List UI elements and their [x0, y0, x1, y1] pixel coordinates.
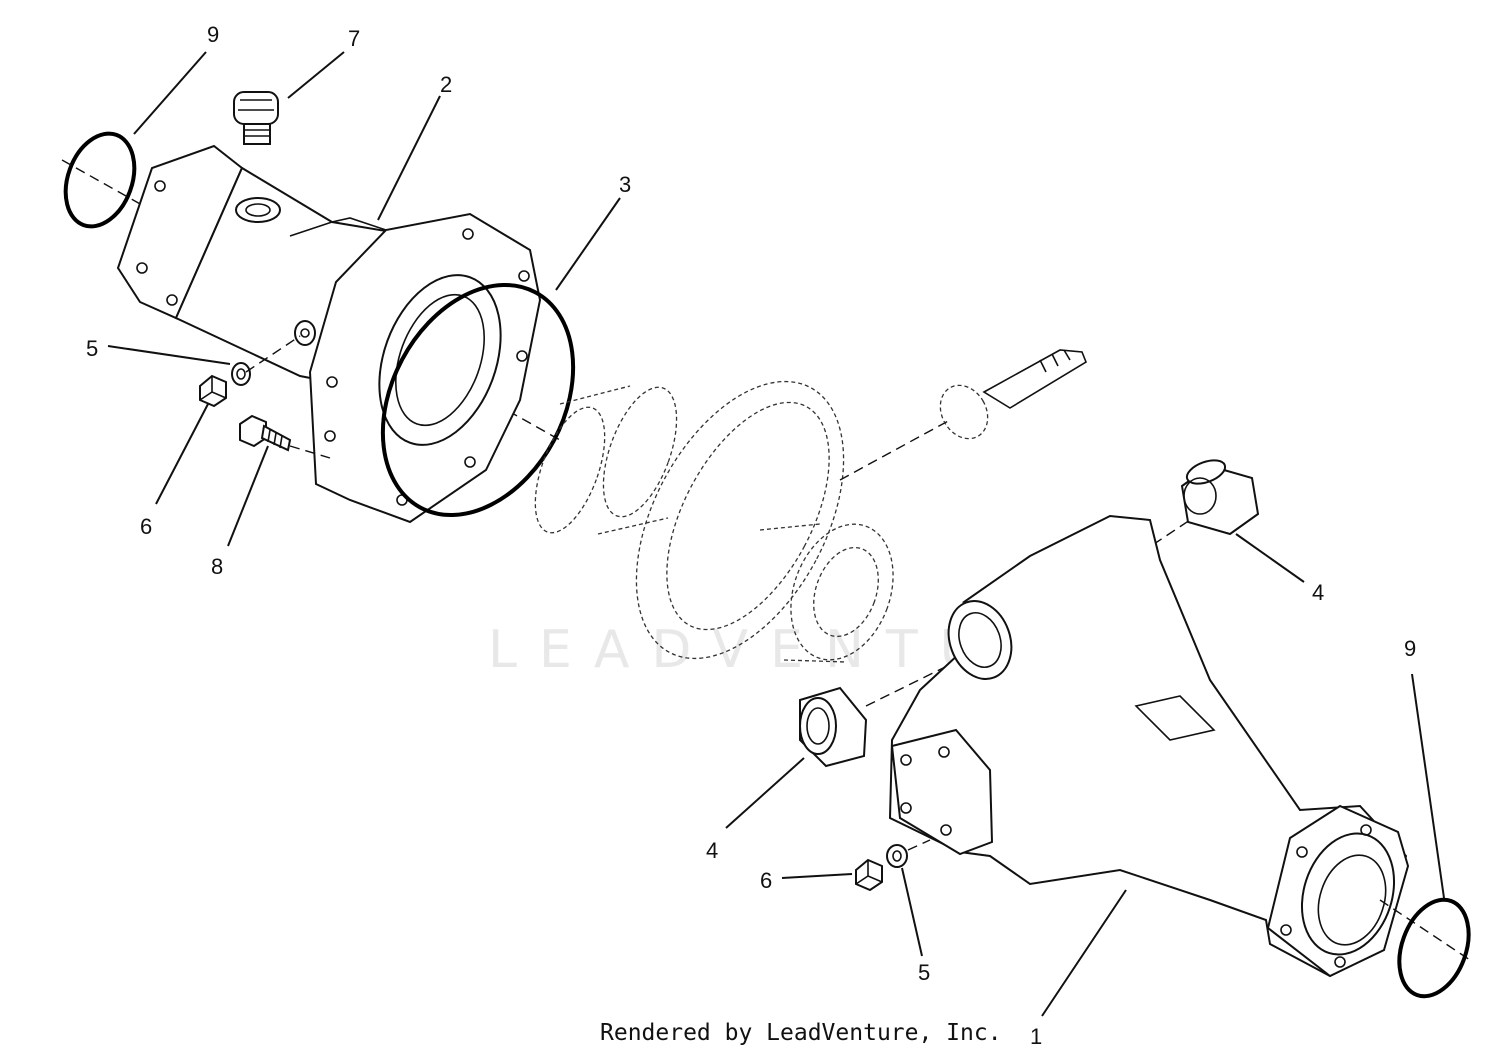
callout-9-top: 9	[207, 22, 219, 47]
callout-6-top: 6	[140, 514, 152, 539]
callout-8: 8	[211, 554, 223, 579]
washer-5-bottom[interactable]	[886, 844, 908, 868]
callout-7: 7	[348, 26, 360, 51]
bolt-6-top[interactable]	[199, 374, 227, 408]
callout-5-top: 5	[86, 336, 98, 361]
callout-2: 2	[440, 72, 452, 97]
callout-4-right: 4	[1312, 580, 1324, 605]
footer-credit: Rendered by LeadVenture, Inc.	[600, 1020, 1002, 1046]
plug-8[interactable]	[239, 414, 292, 452]
callout-6-bottom: 6	[760, 868, 772, 893]
bearing	[534, 385, 678, 535]
o-ring-9-top[interactable]	[54, 124, 147, 236]
axis-line-fasteners-bottom	[907, 839, 931, 851]
pinion-shaft	[939, 349, 1087, 440]
housing-2[interactable]	[116, 144, 542, 524]
breather-cap-7[interactable]	[233, 91, 279, 145]
o-ring-3[interactable]	[345, 252, 611, 548]
o-ring-9-bottom[interactable]	[1387, 890, 1481, 1006]
housing-1[interactable]	[888, 514, 1410, 978]
bolt-6-bottom[interactable]	[855, 858, 883, 892]
axis-line-pinion	[839, 419, 951, 481]
axis-line-bushing-left	[865, 639, 1001, 707]
leader-lines	[107, 51, 1445, 1017]
callout-9-bottom: 9	[1404, 636, 1416, 661]
callout-1: 1	[1030, 1024, 1042, 1049]
bushing-4-left[interactable]	[799, 686, 868, 768]
washer-5-top[interactable]	[231, 362, 251, 386]
bushing-4-right[interactable]	[1180, 456, 1260, 536]
callout-3: 3	[619, 172, 631, 197]
callout-5-bottom: 5	[918, 960, 930, 985]
axis-line-lower	[1379, 899, 1471, 961]
callout-4-left: 4	[706, 838, 718, 863]
axis-line-fasteners	[245, 335, 331, 459]
ring-gear-differential	[635, 380, 894, 663]
